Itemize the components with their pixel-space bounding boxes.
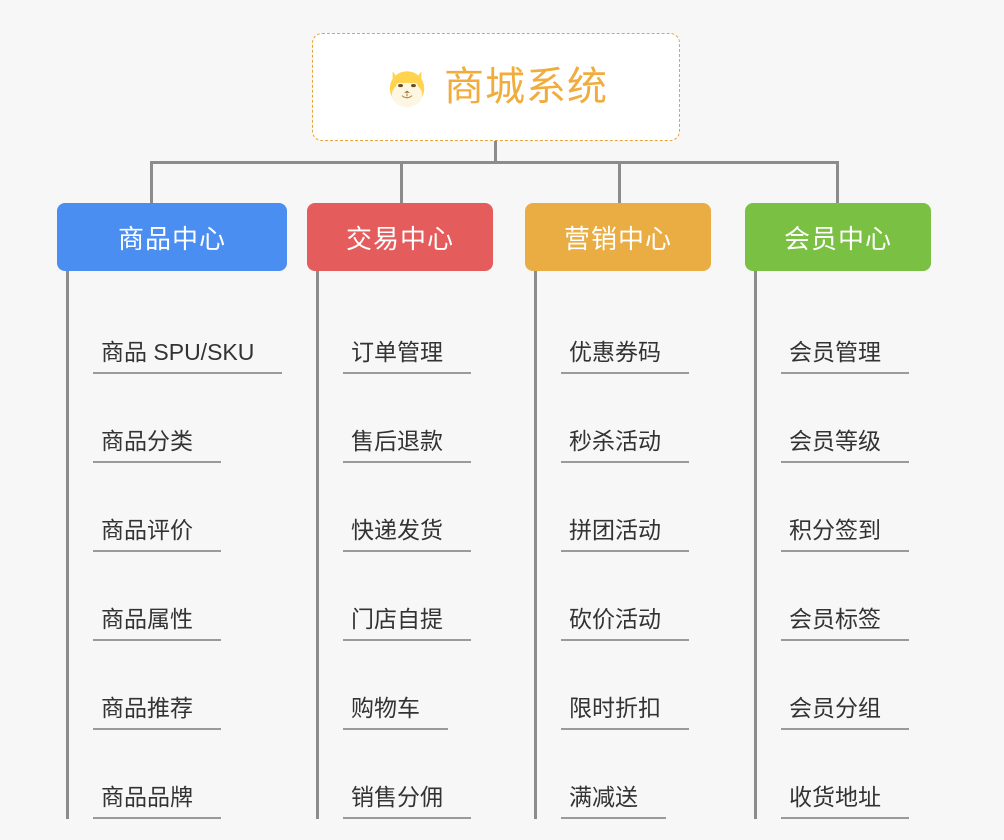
leaf-label: 商品分类 (93, 428, 221, 463)
list-item[interactable]: 收货地址 (757, 730, 931, 819)
leaf-list-member: 会员管理 会员等级 积分签到 会员标签 会员分组 收货地址 (754, 271, 931, 819)
leaf-label: 售后退款 (343, 428, 471, 463)
category-header-trade[interactable]: 交易中心 (307, 203, 493, 271)
leaf-label: 会员标签 (781, 606, 909, 641)
list-item[interactable]: 满减送 (537, 730, 711, 819)
leaf-label: 会员管理 (781, 339, 909, 374)
category-header-member[interactable]: 会员中心 (745, 203, 931, 271)
list-item[interactable]: 限时折扣 (537, 641, 711, 730)
leaf-list-trade: 订单管理 售后退款 快递发货 门店自提 购物车 销售分佣 (316, 271, 493, 819)
category-header-label: 交易中心 (345, 223, 454, 254)
list-item[interactable]: 售后退款 (319, 374, 493, 463)
category-header-product[interactable]: 商品中心 (57, 203, 287, 271)
list-item[interactable]: 门店自提 (319, 552, 493, 641)
connector-drop-2 (400, 161, 403, 204)
leaf-label: 收货地址 (781, 784, 909, 819)
list-item[interactable]: 销售分佣 (319, 730, 493, 819)
category-header-label: 营销中心 (563, 223, 672, 254)
leaf-label: 商品推荐 (93, 695, 221, 730)
list-item[interactable]: 会员管理 (757, 285, 931, 374)
list-item[interactable]: 会员等级 (757, 374, 931, 463)
list-item[interactable]: 商品品牌 (69, 730, 287, 819)
list-item[interactable]: 会员标签 (757, 552, 931, 641)
category-column-product: 商品中心 商品 SPU/SKU 商品分类 商品评价 商品属性 商品推荐 商品品牌 (57, 203, 287, 819)
leaf-label: 商品品牌 (93, 784, 221, 819)
leaf-label: 商品评价 (93, 517, 221, 552)
category-column-trade: 交易中心 订单管理 售后退款 快递发货 门店自提 购物车 销售分佣 (307, 203, 493, 819)
connector-drop-3 (618, 161, 621, 204)
list-item[interactable]: 砍价活动 (537, 552, 711, 641)
connector-drop-4 (836, 161, 839, 204)
category-column-marketing: 营销中心 优惠券码 秒杀活动 拼团活动 砍价活动 限时折扣 满减送 (525, 203, 711, 819)
list-item[interactable]: 商品分类 (69, 374, 287, 463)
leaf-label: 满减送 (561, 784, 666, 819)
leaf-label: 商品属性 (93, 606, 221, 641)
list-item[interactable]: 拼团活动 (537, 463, 711, 552)
list-item[interactable]: 商品 SPU/SKU (69, 285, 287, 374)
list-item[interactable]: 商品属性 (69, 552, 287, 641)
leaf-label: 积分签到 (781, 517, 909, 552)
root-title: 商城系统 (444, 65, 608, 109)
leaf-label: 会员等级 (781, 428, 909, 463)
connector-horizontal-bus (150, 161, 839, 164)
leaf-label: 订单管理 (343, 339, 471, 374)
leaf-label: 快递发货 (343, 517, 471, 552)
list-item[interactable]: 商品推荐 (69, 641, 287, 730)
leaf-label: 商品 SPU/SKU (93, 339, 283, 374)
leaf-list-product: 商品 SPU/SKU 商品分类 商品评价 商品属性 商品推荐 商品品牌 (66, 271, 287, 819)
connector-drop-1 (150, 161, 153, 204)
dog-face-icon (389, 71, 425, 108)
leaf-label: 购物车 (343, 695, 448, 730)
list-item[interactable]: 商品评价 (69, 463, 287, 552)
list-item[interactable]: 购物车 (319, 641, 493, 730)
root-node[interactable]: 商城系统 (312, 33, 680, 141)
list-item[interactable]: 订单管理 (319, 285, 493, 374)
connector-root-stem (494, 141, 497, 163)
list-item[interactable]: 快递发货 (319, 463, 493, 552)
category-header-marketing[interactable]: 营销中心 (525, 203, 711, 271)
leaf-label: 会员分组 (781, 695, 909, 730)
list-item[interactable]: 优惠券码 (537, 285, 711, 374)
leaf-list-marketing: 优惠券码 秒杀活动 拼团活动 砍价活动 限时折扣 满减送 (534, 271, 711, 819)
list-item[interactable]: 会员分组 (757, 641, 931, 730)
leaf-label: 优惠券码 (561, 339, 689, 374)
leaf-label: 拼团活动 (561, 517, 689, 552)
leaf-label: 砍价活动 (561, 606, 689, 641)
category-header-label: 商品中心 (117, 223, 226, 254)
leaf-label: 限时折扣 (561, 695, 689, 730)
list-item[interactable]: 秒杀活动 (537, 374, 711, 463)
category-header-label: 会员中心 (783, 223, 892, 254)
leaf-label: 秒杀活动 (561, 428, 689, 463)
category-column-member: 会员中心 会员管理 会员等级 积分签到 会员标签 会员分组 收货地址 (745, 203, 931, 819)
leaf-label: 门店自提 (343, 606, 471, 641)
list-item[interactable]: 积分签到 (757, 463, 931, 552)
leaf-label: 销售分佣 (343, 784, 471, 819)
